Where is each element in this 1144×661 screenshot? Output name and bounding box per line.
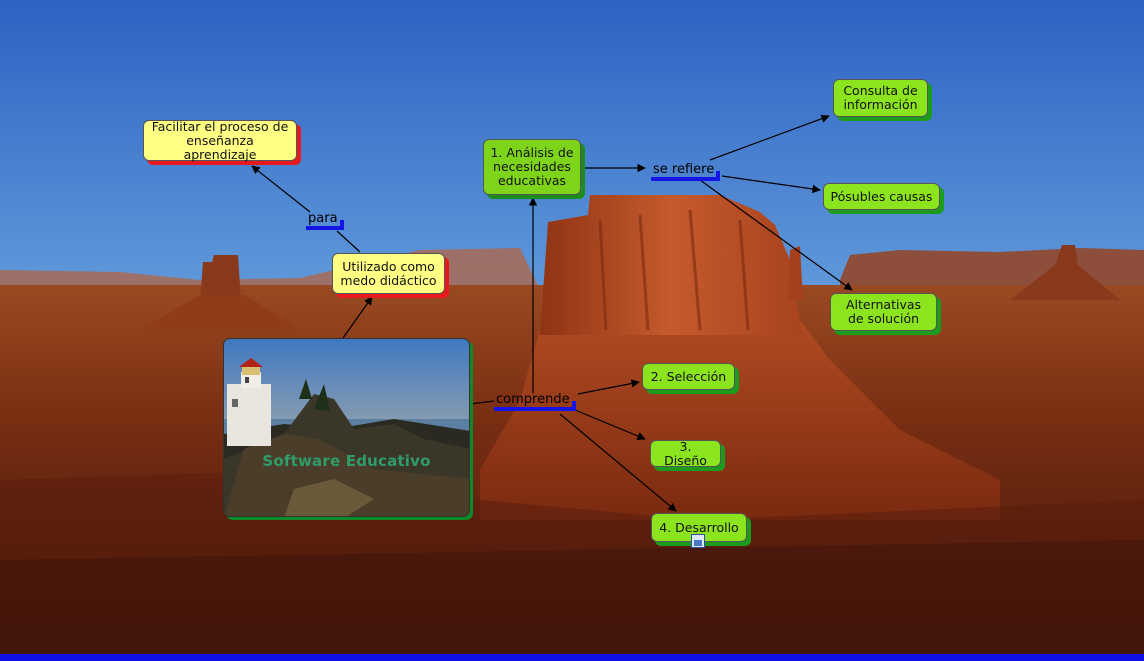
link-comprende[interactable]: comprende	[494, 393, 576, 411]
concept-diseno[interactable]: 3. Diseño	[650, 439, 721, 467]
link-se-refiere[interactable]: se refiere	[651, 163, 721, 181]
main-concept-node[interactable]: Software Educativo	[223, 338, 470, 517]
main-concept-label: Software Educativo	[262, 452, 431, 470]
concept-facilitar[interactable]: Facilitar el proceso de enseñanza aprend…	[143, 119, 297, 161]
concept-consulta[interactable]: Consulta de información	[833, 79, 928, 117]
concept-analisis[interactable]: 1. Análisis de necesidades educativas	[483, 139, 581, 195]
link-para[interactable]: para	[306, 212, 344, 230]
lighthouse-photo	[224, 339, 469, 516]
connection-lines	[251, 114, 853, 512]
concept-utilizado[interactable]: Utilizado como medo didáctico	[332, 253, 445, 294]
concept-posibles[interactable]: Pósubles causas	[823, 183, 940, 210]
bottom-bar	[0, 654, 1144, 661]
concept-alternativas[interactable]: Alternativas de solución	[830, 293, 937, 331]
resource-link-icon[interactable]	[691, 534, 705, 548]
concept-seleccion[interactable]: 2. Selección	[642, 363, 735, 390]
